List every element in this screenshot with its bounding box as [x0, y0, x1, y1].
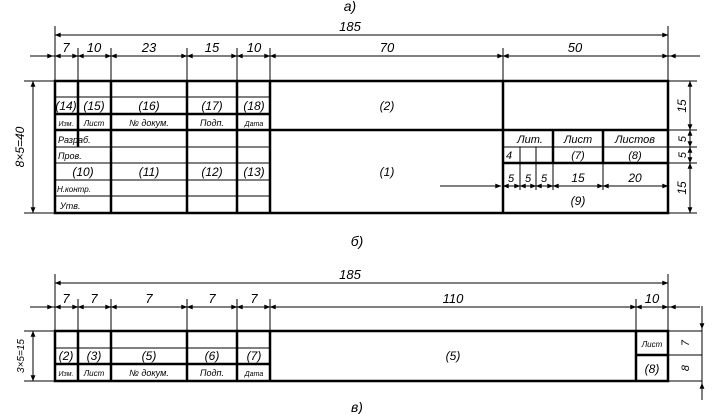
- form-a-sub-dim-1: 5: [508, 173, 515, 185]
- form-a-field-1: (1): [380, 165, 395, 179]
- form-b-label-data: Дата: [244, 371, 264, 378]
- caption-mid: б): [351, 233, 364, 249]
- form-a-col-dim-7: 50: [568, 40, 583, 55]
- form-a-row-nkontr: Н.контр.: [57, 185, 91, 194]
- form-a-sub-dim-3: 5: [541, 173, 548, 185]
- form-a-right-dim-4: 15: [675, 181, 689, 195]
- form-a-num-17: (17): [201, 99, 222, 113]
- form-a-title-block: [24, 26, 700, 215]
- form-a-num-15: (15): [83, 99, 104, 113]
- form-a-row-prov: Пров.: [58, 151, 82, 161]
- form-a-right-ext-lines: [668, 129, 697, 164]
- form-b-horizontals: [55, 347, 668, 366]
- form-a-texts: 185 7 10 23 15 10 70 50 8×5=40 15 5 5 15…: [13, 19, 689, 211]
- form-b-col-dim-2: 7: [90, 291, 98, 306]
- form-b-col-dim-1: 7: [62, 291, 70, 306]
- form-a-lit-label: Лит.: [516, 134, 543, 146]
- form-a-listov-label: Листов: [614, 134, 655, 146]
- form-a-label-dokum: № докум.: [129, 118, 169, 128]
- form-a-list-label: Лист: [563, 134, 592, 146]
- form-a-num-12: (12): [201, 165, 222, 179]
- form-a-extension-lines: [54, 26, 669, 81]
- form-a-col-dim-6: 70: [380, 40, 395, 55]
- form-a-num-11: (11): [139, 165, 159, 179]
- form-b-num-5: (5): [142, 349, 157, 363]
- form-b-extension-lines: [54, 274, 669, 331]
- form-b-num-7: (7): [247, 349, 262, 363]
- form-b-overall-dim: 185: [339, 267, 361, 282]
- form-a-right-dim-1: 15: [675, 99, 689, 113]
- form-b-label-list: Лист: [83, 369, 105, 378]
- form-b-height-dim: 3×5=15: [16, 339, 27, 373]
- form-a-num-14: (14): [55, 99, 76, 113]
- form-a-field-2: (2): [380, 99, 395, 113]
- form-a-sub-dim-4: 15: [571, 171, 585, 185]
- form-a-right-dim-2: 5: [677, 135, 689, 142]
- form-a-height-dim: 8×5=40: [13, 126, 27, 167]
- caption-bot: в): [351, 399, 363, 414]
- form-b-right-dim-1: 7: [680, 339, 692, 346]
- form-a-num-10: (10): [72, 165, 93, 179]
- form-b-label-dokum: № докум.: [129, 368, 169, 378]
- form-a-sub-ext: [519, 163, 604, 190]
- form-a-num-7: (7): [571, 150, 585, 162]
- form-a-col-dim-3: 23: [141, 40, 157, 55]
- form-a-right-dim-3: 5: [677, 151, 689, 158]
- form-b-label-izm: Изм.: [59, 371, 74, 378]
- form-a-field-9: (9): [571, 194, 586, 208]
- form-a-label-list: Лист: [83, 119, 105, 128]
- form-a-row-utv: Утв.: [59, 201, 80, 211]
- form-a-col-dim-5: 10: [247, 40, 262, 55]
- form-a-label-podp: Подп.: [200, 118, 224, 128]
- form-a-left-horizontals: [55, 96, 270, 197]
- form-b-texts: 185 7 7 7 7 7 110 10 3×5=15 7 8 (2) (3) …: [16, 267, 692, 378]
- form-a-sub-dim-5: 20: [627, 171, 642, 185]
- form-a-num-13: (13): [243, 165, 264, 179]
- form-a-lit-sub-verticals: [519, 147, 537, 163]
- form-a-col-dim-1: 7: [62, 40, 70, 55]
- form-a-label-data: Дата: [244, 121, 264, 128]
- form-a-num-4: 4: [506, 150, 512, 162]
- form-b-field-5: (5): [446, 349, 461, 363]
- form-b-col-dim-5: 7: [250, 291, 258, 306]
- form-a-row-razrab: Разраб.: [58, 135, 91, 145]
- form-b-right-dim-box: [667, 330, 703, 382]
- form-a-col-dim-2: 10: [87, 40, 102, 55]
- form-b-col-dim-6: 110: [443, 291, 464, 306]
- form-a-label-izm: Изм.: [59, 121, 74, 128]
- form-b-title-block: [24, 274, 705, 400]
- form-a-num-16: (16): [138, 99, 159, 113]
- form-b-num-2: (2): [59, 349, 74, 363]
- form-a-overall-dim: 185: [339, 19, 361, 34]
- form-b-sheet-number: (8): [645, 362, 660, 376]
- form-b-num-6: (6): [205, 349, 220, 363]
- form-b-col-dim-4: 7: [208, 291, 216, 306]
- form-b-right-dim-2: 8: [680, 364, 692, 371]
- caption-top: а): [344, 0, 356, 14]
- form-a-num-8: (8): [628, 150, 642, 162]
- form-b-sheet-label: Лист: [641, 340, 663, 349]
- form-b-num-3: (3): [87, 349, 102, 363]
- form-b-label-podp: Подп.: [200, 368, 224, 378]
- form-a-num-18: (18): [243, 99, 264, 113]
- form-b-col-dim-7: 10: [645, 291, 660, 306]
- form-a-sub-dim-2: 5: [525, 173, 532, 185]
- form-b-col-dim-3: 7: [145, 291, 153, 306]
- form-a-col-dim-4: 15: [205, 40, 220, 55]
